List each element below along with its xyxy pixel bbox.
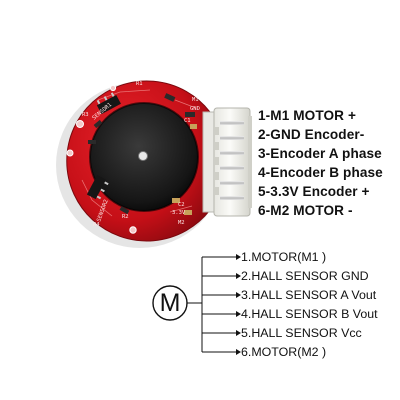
pin-function-4: 4-Encoder B phase [258,165,383,181]
pin-function-6: 6-M2 MOTOR - [258,203,353,219]
wire-label-6: 6.MOTOR(M2 ) [241,345,327,359]
silk-m2: M2 [178,220,185,226]
wire-leads [202,256,236,353]
connector-slots [215,127,219,195]
pin-function-5: 5-3.3V Encoder + [258,184,370,200]
silk-m1: M1 [192,97,199,103]
silk-c1: C1 [184,118,191,124]
hall-sensor-2 [86,175,109,200]
mount-hole-left [66,149,74,157]
silk-gnd: GND [190,106,200,112]
smd-components [88,93,197,215]
six-pin-connector [202,107,252,217]
wiring-schematic [152,254,241,355]
silk-r1: R1 [136,81,143,87]
pin-function-list: 1-M1 MOTOR + 2-GND Encoder- 3-Encoder A … [258,106,383,221]
pin-function-2: 2-GND Encoder- [258,127,365,143]
mount-hole-upper [109,84,117,92]
wire-label-2: 2.HALL SENSOR GND [241,269,369,283]
wire-label-3: 3.HALL SENSOR A Vout [241,288,377,302]
mount-hole-bottom [129,226,137,234]
pin-function-1: 1-M1 MOTOR + [258,108,357,123]
motor-shaft [138,151,148,161]
connector-pins [220,121,244,200]
wire-label-4: 4.HALL SENSOR B Vout [241,307,378,321]
silk-r3: R3 [82,112,89,118]
motor-letter: M [159,289,181,317]
silk-r4: R4 [93,222,100,228]
mount-hole-top [76,120,84,128]
silk-c2: C2 [178,202,185,208]
wire-label-5: 5.HALL SENSOR Vcc [241,326,362,340]
wire-arrowheads [236,254,241,355]
silk-r2: R2 [122,214,129,220]
silk-3v3: 3.3V [172,210,186,216]
hall-sensor-1 [96,92,121,115]
wire-label-1: 1.MOTOR(M1 ) [241,250,327,264]
magnet-rim [89,102,199,212]
pin-function-3: 3-Encoder A phase [258,146,382,162]
